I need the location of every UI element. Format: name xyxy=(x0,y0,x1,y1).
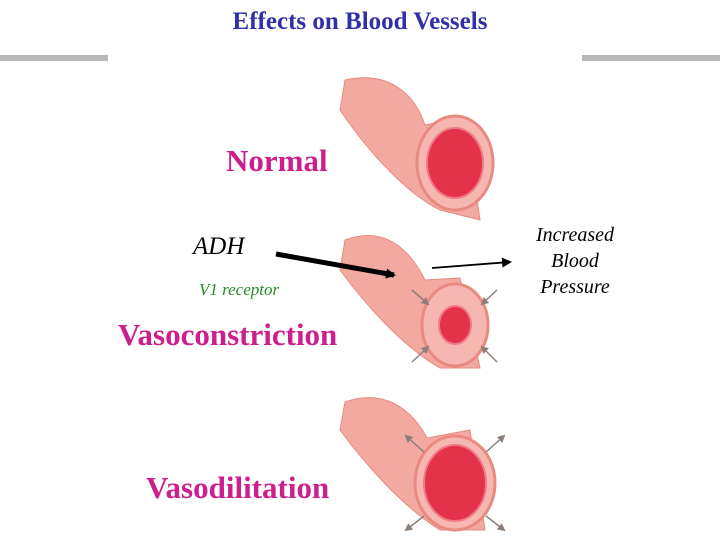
inward-arrow-top-right xyxy=(480,289,498,306)
outward-arrow-bottom-right xyxy=(485,515,506,532)
label-v1-receptor: V1 receptor xyxy=(199,280,280,299)
vessel-constricted xyxy=(339,235,498,369)
outcome-line-2: Blood xyxy=(551,250,599,272)
adh-arrow xyxy=(275,251,396,279)
title-rule-left xyxy=(0,55,108,61)
outcome-line-1: Increased xyxy=(535,224,615,246)
inward-arrow-bottom-right xyxy=(480,345,498,363)
outcome-line-3: Pressure xyxy=(540,276,610,298)
outcome-text: Increased Blood Pressure xyxy=(510,222,640,300)
outward-arrow-top-right xyxy=(485,434,506,453)
vessel-normal xyxy=(339,77,495,221)
outcome-arrow xyxy=(431,257,512,269)
outward-arrow-top-left xyxy=(404,434,425,453)
label-vasodilitation: Vasodilitation xyxy=(146,470,330,505)
vessel-normal-lumen xyxy=(426,127,484,199)
outward-arrow-bottom-left xyxy=(404,515,425,532)
page-title: Effects on Blood Vessels xyxy=(232,8,488,35)
title-rule-right xyxy=(582,55,720,61)
inward-arrow-bottom-left xyxy=(411,345,430,363)
vessel-dilated-lumen xyxy=(423,444,487,522)
label-normal: Normal xyxy=(226,143,328,178)
vessel-constricted-lumen xyxy=(438,305,472,345)
vessel-dilated xyxy=(339,397,506,532)
label-vasoconstriction: Vasoconstriction xyxy=(118,317,338,352)
inward-arrow-top-left xyxy=(411,289,430,306)
label-adh: ADH xyxy=(193,233,245,260)
